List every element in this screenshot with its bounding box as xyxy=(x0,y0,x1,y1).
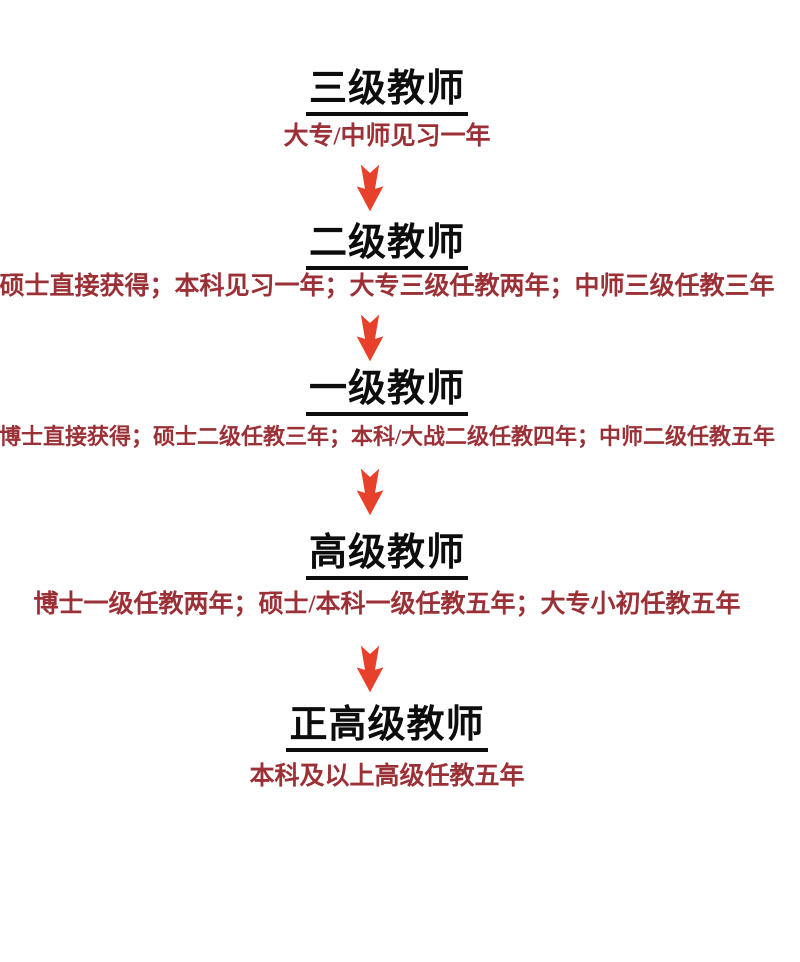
down-arrow-icon xyxy=(356,468,384,516)
level-title-senior: 高级教师 xyxy=(305,530,468,580)
level-requirements-full-senior: 本科及以上高级任教五年 xyxy=(249,763,525,790)
level-requirements-grade3: 大专/中师见习一年 xyxy=(283,123,491,150)
down-arrow-icon xyxy=(356,314,384,362)
level-requirements-grade1: 博士直接获得；硕士二级任教三年；本科/大战二级任教四年；中师二级任教五年 xyxy=(0,424,776,449)
level-title-grade1-text: 一级教师 xyxy=(305,366,468,416)
down-arrow-icon xyxy=(356,164,384,212)
level-requirements-senior: 博士一级任教两年；硕士/本科一级任教五年；大专小初任教五年 xyxy=(33,591,741,618)
level-title-grade3: 三级教师 xyxy=(305,66,468,116)
level-title-full-senior-text: 正高级教师 xyxy=(286,702,488,752)
down-arrow-icon xyxy=(356,645,384,693)
level-title-grade2-text: 二级教师 xyxy=(305,220,468,270)
level-title-full-senior: 正高级教师 xyxy=(286,702,488,752)
level-title-grade3-text: 三级教师 xyxy=(305,66,468,116)
level-requirements-grade2: 硕士直接获得；本科见习一年；大专三级任教两年；中师三级任教三年 xyxy=(0,273,775,300)
level-title-grade1: 一级教师 xyxy=(305,366,468,416)
level-title-senior-text: 高级教师 xyxy=(305,530,468,580)
level-title-grade2: 二级教师 xyxy=(305,220,468,270)
